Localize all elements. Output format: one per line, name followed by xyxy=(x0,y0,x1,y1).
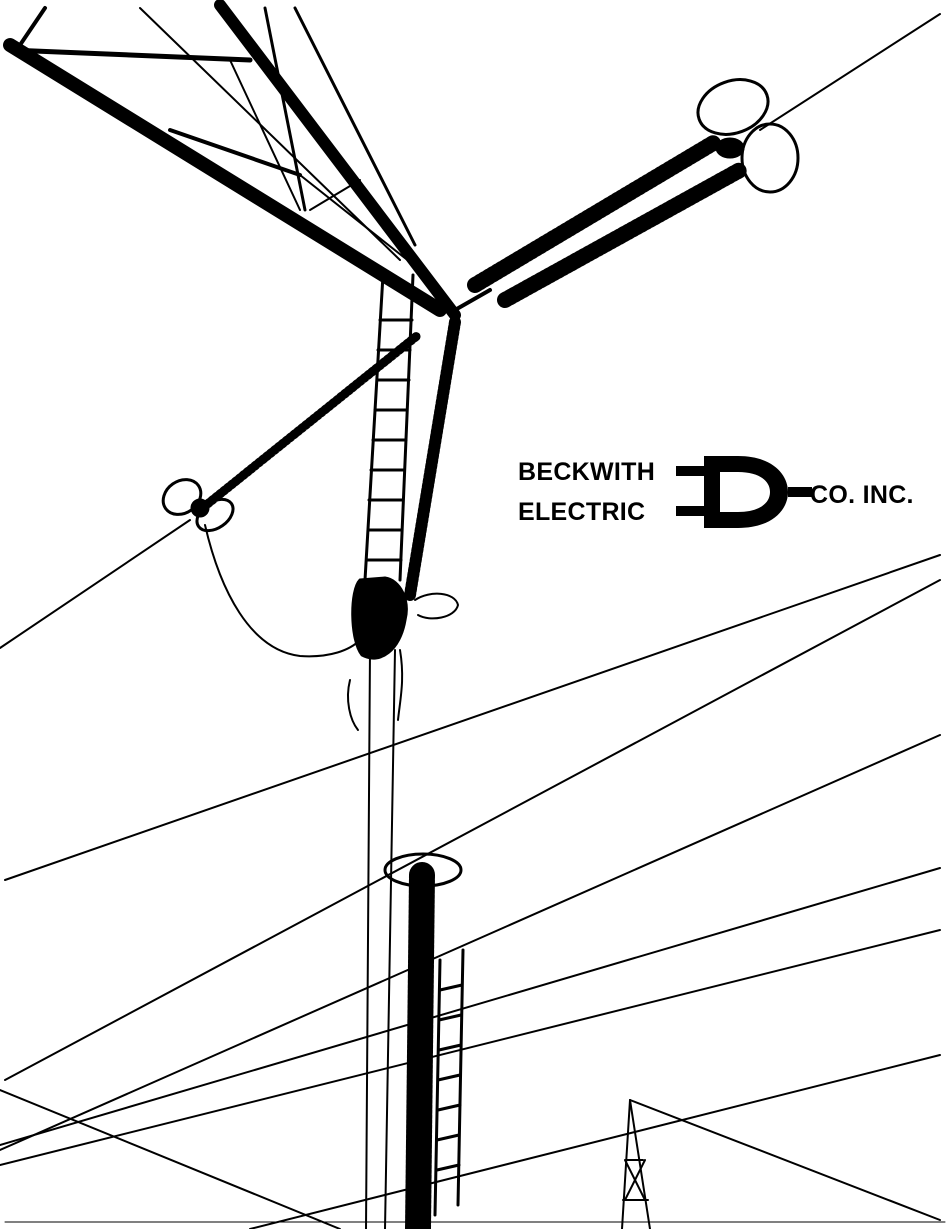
jumper-wire xyxy=(205,525,360,656)
ladder-tower xyxy=(365,275,413,580)
logo-word-beckwith: BECKWITH xyxy=(518,460,655,485)
vertical-insulator xyxy=(410,322,455,595)
plug-d-icon xyxy=(676,454,812,530)
left-insulator xyxy=(156,335,418,537)
right-insulator xyxy=(455,70,798,310)
lower-ladder xyxy=(435,950,463,1215)
clamp-assembly xyxy=(348,578,458,730)
logo-word-electric: ELECTRIC xyxy=(518,500,645,525)
distant-tower xyxy=(622,1100,650,1229)
tower-crossarm xyxy=(10,5,455,315)
company-logo: BECKWITH ELECTRIC CO. INC. xyxy=(516,452,932,532)
transmission-wires xyxy=(0,14,940,1229)
support-pole xyxy=(366,650,395,1229)
lower-insulator xyxy=(385,854,461,1229)
logo-word-co-inc: CO. INC. xyxy=(810,483,914,508)
